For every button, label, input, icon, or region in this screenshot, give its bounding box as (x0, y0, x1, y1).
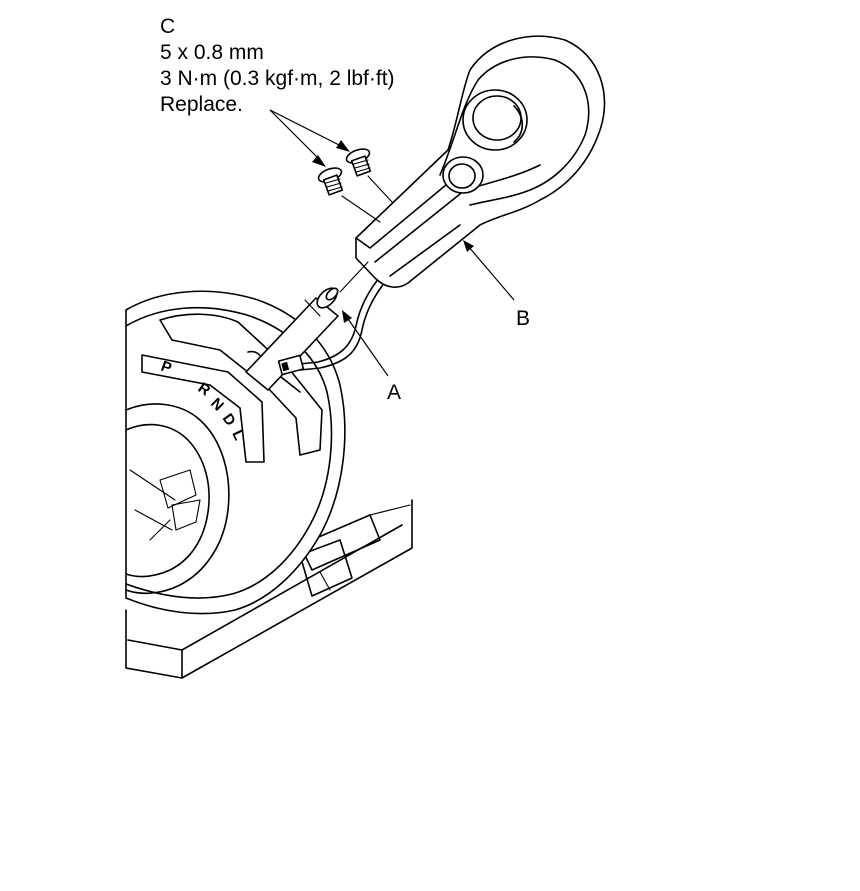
callout-a: A (387, 381, 402, 404)
leader-lines (269, 109, 515, 377)
screw-upper (345, 148, 372, 177)
screws (317, 148, 393, 223)
callout-b: B (516, 307, 531, 330)
shift-knob (355, 35, 606, 288)
screw-lower (317, 167, 344, 196)
wire-harness (277, 271, 391, 376)
fastener-size: 5 x 0.8 mm (160, 41, 264, 64)
shift-lever-shaft (245, 287, 339, 391)
assembly-axis-line (339, 261, 369, 293)
fastener-label: C (160, 15, 176, 38)
fastener-note: Replace. (160, 93, 243, 116)
fastener-torque: 3 N·m (0.3 kgf·m, 2 lbf·ft) (160, 67, 395, 90)
fastener-spec: C 5 x 0.8 mm 3 N·m (0.3 kgf·m, 2 lbf·ft)… (160, 14, 395, 118)
